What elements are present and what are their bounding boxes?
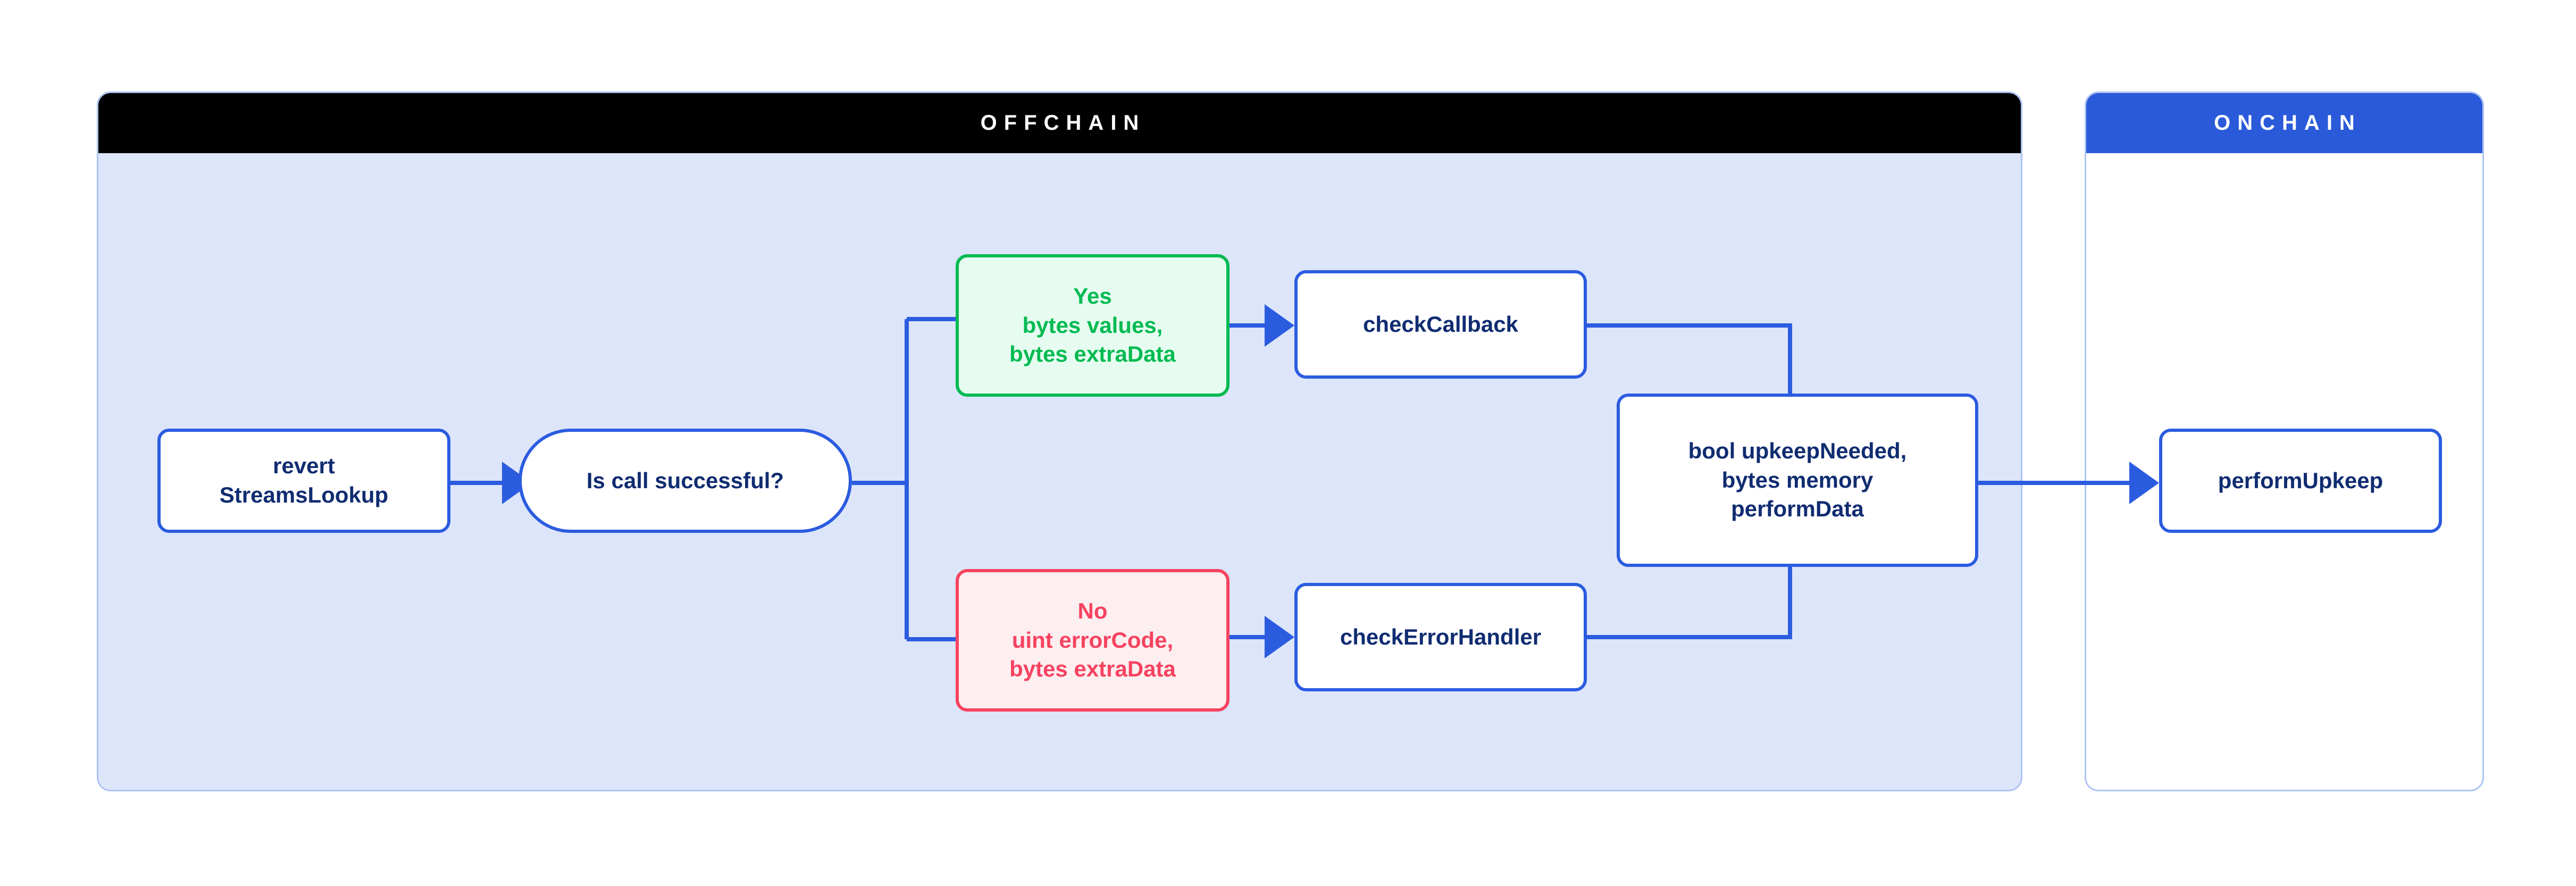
panel-offchain-title: OFFCHAIN — [98, 93, 2021, 153]
node-checkerrorhandler[interactable]: checkErrorHandler — [1294, 583, 1587, 691]
node-yes-branch[interactable]: Yes bytes values, bytes extraData — [956, 254, 1230, 397]
node-is-call-successful[interactable]: Is call successful? — [518, 429, 852, 533]
node-checkcallback[interactable]: checkCallback — [1294, 270, 1587, 379]
node-no-branch[interactable]: No uint errorCode, bytes extraData — [956, 569, 1230, 712]
panel-onchain-title: ONCHAIN — [2086, 93, 2482, 153]
node-revert-streamslookup[interactable]: revert StreamsLookup — [157, 429, 450, 533]
node-upkeepneeded-performdata[interactable]: bool upkeepNeeded, bytes memory performD… — [1617, 394, 1978, 567]
node-performupkeep[interactable]: performUpkeep — [2159, 429, 2442, 533]
